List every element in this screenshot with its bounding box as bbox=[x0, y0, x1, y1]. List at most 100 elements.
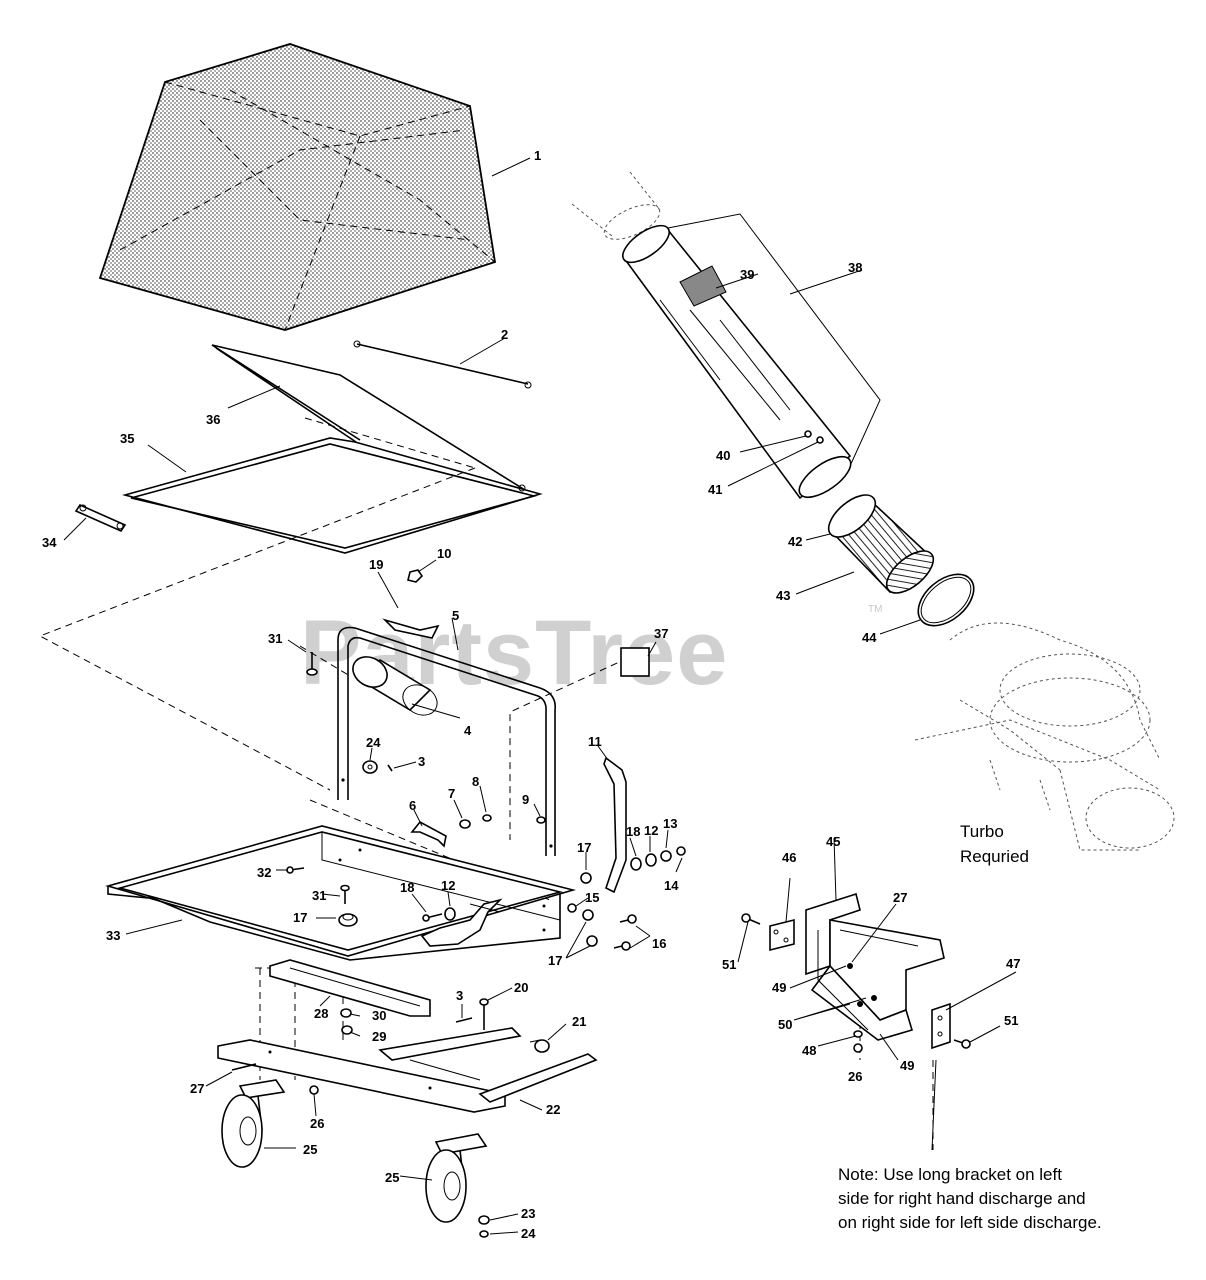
part-4-tube bbox=[352, 656, 438, 716]
callout-41: 41 bbox=[708, 482, 722, 497]
part-6-bracket bbox=[410, 820, 447, 848]
part-30-washer bbox=[340, 1008, 352, 1018]
callout-39: 39 bbox=[740, 267, 754, 282]
part-37-decal bbox=[620, 647, 650, 677]
callout-33: 33 bbox=[106, 928, 120, 943]
part-51-bolt-left bbox=[741, 913, 761, 925]
part-9-nut bbox=[536, 816, 546, 824]
callout-40: 40 bbox=[716, 448, 730, 463]
part-25-caster-right bbox=[425, 1133, 488, 1223]
part-1-mesh-bag bbox=[98, 43, 497, 331]
callout-51-left: 51 bbox=[722, 957, 736, 972]
turbo-note-line2: Requried bbox=[960, 847, 1029, 866]
callout-45: 45 bbox=[826, 834, 840, 849]
callout-14: 14 bbox=[664, 878, 679, 893]
callout-51-right: 51 bbox=[1004, 1013, 1018, 1028]
callout-31-upper: 31 bbox=[268, 631, 282, 646]
callout-50: 50 bbox=[778, 1017, 792, 1032]
callout-10: 10 bbox=[437, 546, 451, 561]
callout-43: 43 bbox=[776, 588, 790, 603]
discharge-note-line3: on right side for left side discharge. bbox=[838, 1213, 1102, 1232]
part-18-bolt-tray bbox=[422, 913, 443, 922]
part-3-pin-upper bbox=[387, 764, 393, 772]
part-11-lever bbox=[603, 756, 627, 894]
callout-19: 19 bbox=[369, 557, 383, 572]
part-10-nut bbox=[407, 569, 424, 583]
part-24-nut bbox=[479, 1230, 489, 1238]
callout-18-tray: 18 bbox=[400, 880, 414, 895]
part-16-bolts bbox=[613, 914, 637, 951]
callout-25-left: 25 bbox=[303, 1142, 317, 1157]
part-13-nut bbox=[660, 850, 672, 862]
part-42-flex-hose bbox=[827, 494, 935, 594]
part-29-nut bbox=[341, 1025, 353, 1035]
callout-17-bottom: 17 bbox=[548, 953, 562, 968]
callout-31-lower: 31 bbox=[312, 888, 326, 903]
part-14-bolt bbox=[676, 846, 686, 856]
part-45-bracket bbox=[805, 892, 945, 1041]
callout-9: 9 bbox=[522, 792, 529, 807]
callout-18-right: 18 bbox=[626, 824, 640, 839]
part-7-washer bbox=[459, 819, 471, 829]
callout-12-tray: 12 bbox=[441, 878, 455, 893]
callout-11: 11 bbox=[588, 734, 602, 749]
part-20-bolt bbox=[479, 998, 489, 1030]
part-36-upper-frame bbox=[211, 344, 526, 492]
part-27-bolt-base bbox=[231, 1063, 257, 1071]
callout-32: 32 bbox=[257, 865, 271, 880]
callout-1: 1 bbox=[534, 148, 541, 163]
part-48-washer bbox=[853, 1030, 863, 1038]
callout-2: 2 bbox=[501, 327, 508, 342]
part-5-handle bbox=[337, 626, 557, 856]
callout-35: 35 bbox=[120, 431, 134, 446]
callout-27-bracket: 27 bbox=[893, 890, 907, 905]
callout-47: 47 bbox=[1006, 956, 1020, 971]
callout-17-top: 17 bbox=[577, 840, 591, 855]
part-31-bolt-upper bbox=[306, 652, 318, 676]
part-34-link bbox=[74, 503, 127, 533]
part-23-washer bbox=[478, 1215, 490, 1225]
part-19-clip bbox=[382, 618, 440, 639]
callout-22: 22 bbox=[546, 1102, 560, 1117]
part-12-washer bbox=[645, 853, 657, 867]
callout-29: 29 bbox=[372, 1029, 386, 1044]
callout-49-right: 49 bbox=[900, 1058, 914, 1073]
callout-44: 44 bbox=[862, 630, 877, 645]
part-17-washer-right bbox=[580, 872, 598, 947]
callout-46: 46 bbox=[782, 850, 796, 865]
part-32-bolt bbox=[286, 866, 305, 874]
part-44-clamp bbox=[917, 573, 975, 627]
part-51-bolt-right bbox=[953, 1039, 971, 1049]
part-46-plate bbox=[769, 918, 795, 952]
part-40-41-screws bbox=[804, 430, 824, 444]
discharge-note-line2: side for right hand discharge and bbox=[838, 1189, 1086, 1208]
turbo-blower-housing bbox=[914, 622, 1175, 851]
callout-30: 30 bbox=[372, 1008, 386, 1023]
part-38-chute-tube bbox=[571, 171, 881, 500]
part-12-washer-tray bbox=[444, 907, 456, 921]
callout-4: 4 bbox=[464, 723, 472, 738]
callout-24-upper: 24 bbox=[366, 735, 381, 750]
callout-28: 28 bbox=[314, 1006, 328, 1021]
callout-25-right: 25 bbox=[385, 1170, 399, 1185]
callout-5: 5 bbox=[452, 608, 459, 623]
part-28-channel bbox=[269, 959, 431, 1017]
callout-21: 21 bbox=[572, 1014, 586, 1029]
callout-49-left: 49 bbox=[772, 980, 786, 995]
callout-17-center: 17 bbox=[293, 910, 307, 925]
callout-36: 36 bbox=[206, 412, 220, 427]
part-24-washer-upper bbox=[362, 760, 378, 774]
callout-3-lower: 3 bbox=[456, 988, 463, 1003]
part-17-bushing-center bbox=[338, 913, 358, 927]
part-deflector-plate bbox=[420, 898, 503, 947]
callout-23: 23 bbox=[521, 1206, 535, 1221]
part-26-nut-base bbox=[309, 1085, 319, 1095]
callout-labels: 1 2 3 3 4 5 6 7 8 9 10 11 12 12 13 14 15… bbox=[42, 148, 1020, 1241]
callout-26-base: 26 bbox=[310, 1116, 324, 1131]
part-21-cap bbox=[529, 1039, 550, 1053]
part-26-nut-right bbox=[853, 1043, 863, 1053]
part-47-plate bbox=[931, 1002, 951, 1050]
callout-34: 34 bbox=[42, 535, 57, 550]
part-25-caster-left bbox=[221, 1079, 286, 1168]
